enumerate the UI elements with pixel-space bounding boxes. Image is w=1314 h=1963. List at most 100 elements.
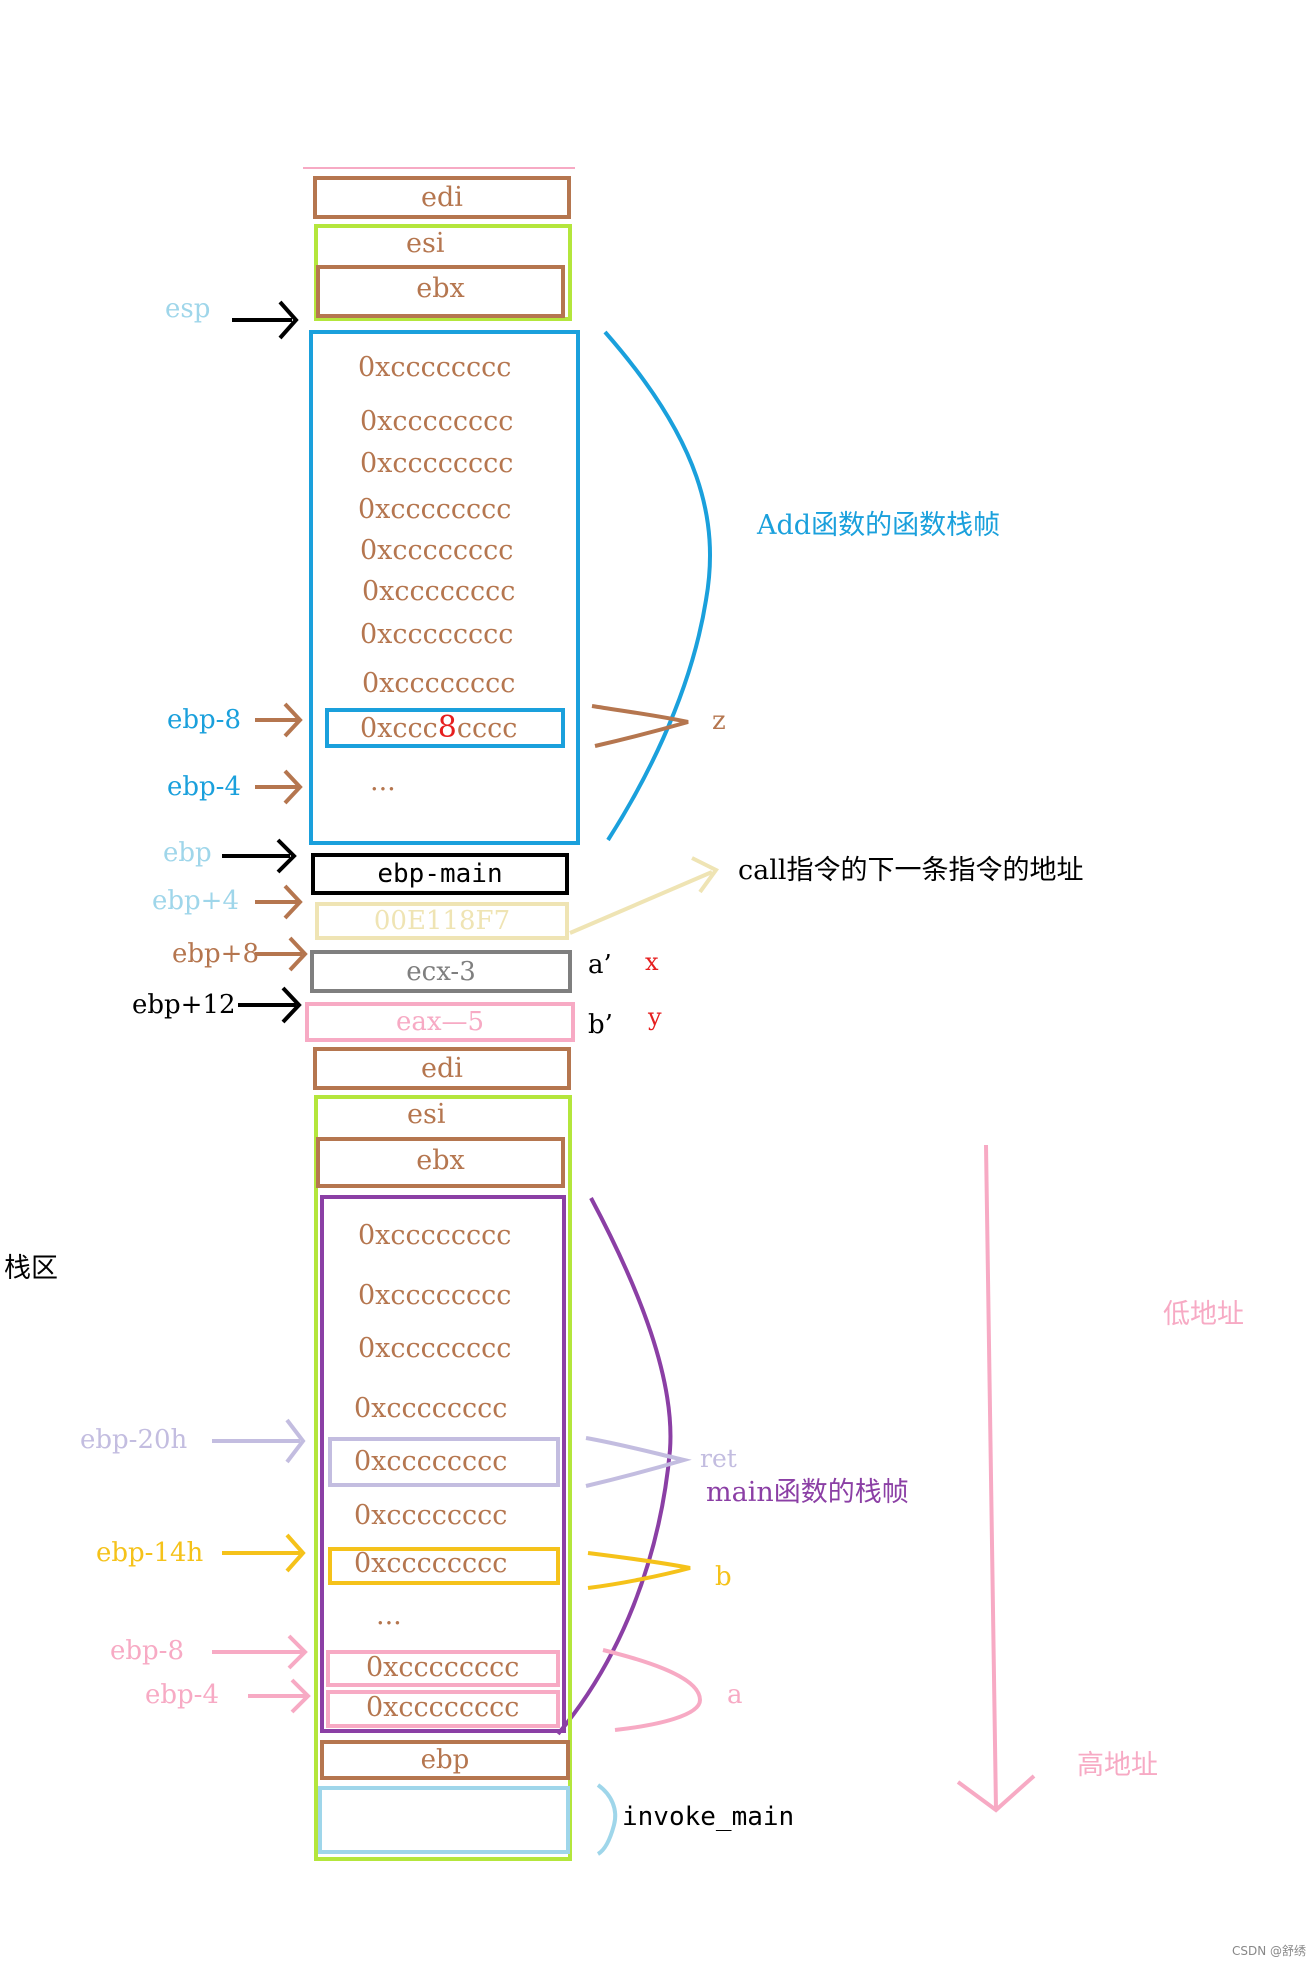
invoke-main-brace xyxy=(596,1783,618,1856)
ecx-cell: ecx-3 xyxy=(310,950,572,993)
call-note: call指令的下一条指令的地址 xyxy=(738,855,1084,886)
main-esi-text: esi xyxy=(407,1099,446,1130)
ebp-minus-20h-arrow xyxy=(212,1418,306,1464)
main-fill-row: 0xcccccccc xyxy=(358,1220,512,1251)
ret-addr-text: 00E118F7 xyxy=(373,906,511,936)
invoke-main-label: invoke_main xyxy=(622,1802,795,1832)
ret-bracket xyxy=(585,1436,692,1488)
z-slot xyxy=(325,708,565,748)
ebp-minus-14h-arrow xyxy=(222,1533,306,1573)
ebp-plus-12-arrow xyxy=(238,986,302,1024)
add-body-frame xyxy=(309,330,580,845)
z-slot-suffix: cccc xyxy=(456,713,518,744)
add-frame-curve xyxy=(603,330,712,842)
add-fill-row: 0xcccccccc xyxy=(362,576,516,607)
ebp-plus-4-label: ebp+4 xyxy=(152,886,240,916)
b-label: b xyxy=(715,1562,732,1592)
main-edi-cell: edi xyxy=(313,1047,571,1090)
esp-label: esp xyxy=(165,294,211,324)
main-frame-curve xyxy=(556,1197,673,1736)
z-slot-text: 0xccc8cccc xyxy=(360,710,517,745)
add-esi-text: esi xyxy=(406,228,445,259)
main-dots: ... xyxy=(376,1600,402,1631)
eax-text: eax—5 xyxy=(395,1007,485,1037)
add-edi-text: edi xyxy=(421,182,463,213)
add-fill-row: 0xcccccccc xyxy=(362,668,516,699)
ret-label: ret xyxy=(700,1444,737,1473)
add-fill-row: 0xcccccccc xyxy=(360,619,514,650)
a-prime-label: a’ xyxy=(588,950,612,980)
ebp-minus-20h-label: ebp-20h xyxy=(80,1425,188,1455)
ebp-minus-4-label: ebp-4 xyxy=(167,772,242,802)
low-address-label: 低地址 xyxy=(1163,1299,1244,1330)
ebp-plus-8-label: ebp+8 xyxy=(172,939,260,969)
a-label: a xyxy=(727,1680,743,1710)
main-ebp-cell: ebp xyxy=(320,1740,570,1780)
add-dots: ... xyxy=(370,766,396,797)
main-ebp-text: ebp xyxy=(420,1745,470,1775)
a-bracket xyxy=(602,1648,703,1732)
address-direction-arrow xyxy=(956,1144,1036,1813)
ebp-minus-8-label: ebp-8 xyxy=(167,705,242,735)
main-ebp-minus-8-label: ebp-8 xyxy=(110,1636,185,1666)
add-edi-cell: edi xyxy=(313,176,571,219)
ecx-text: ecx-3 xyxy=(406,956,476,987)
z-slot-value: 8 xyxy=(437,710,457,745)
esp-arrow xyxy=(232,300,299,340)
z-label: z xyxy=(712,706,726,736)
add-ebx-text: ebx xyxy=(416,273,465,304)
add-fill-row: 0xcccccccc xyxy=(360,448,514,479)
ret-slot xyxy=(328,1437,560,1487)
ebp-plus-12-label: ebp+12 xyxy=(132,990,236,1020)
watermark: CSDN @舒绣 xyxy=(1231,1944,1306,1958)
stack-area-label: 栈区 xyxy=(4,1253,58,1284)
main-fill-row: 0xcccccccc xyxy=(366,1652,520,1683)
main-edi-text: edi xyxy=(421,1053,463,1084)
ret-addr-cell: 00E118F7 xyxy=(315,902,569,940)
add-fill-row: 0xcccccccc xyxy=(358,352,512,383)
add-frame-label: Add函数的函数栈帧 xyxy=(757,510,1001,541)
main-ebp-minus-4-arrow xyxy=(248,1678,311,1714)
eax-cell: eax—5 xyxy=(305,1002,575,1042)
main-ebx-text: ebx xyxy=(416,1145,465,1176)
main-outer-frame xyxy=(314,1095,572,1861)
ebp-label: ebp xyxy=(163,838,212,868)
add-fill-row: 0xcccccccc xyxy=(360,406,514,437)
ebp-plus-8-arrow xyxy=(255,936,308,972)
ebp-minus-4-arrow xyxy=(255,769,303,805)
main-fill-row: 0xcccccccc xyxy=(354,1548,508,1579)
ebp-main-text: ebp-main xyxy=(377,859,503,889)
a-slot-upper xyxy=(326,1650,560,1687)
invoke-main-box xyxy=(318,1786,570,1854)
y-label: y xyxy=(648,1003,662,1031)
x-label: x xyxy=(645,948,659,976)
b-prime-label: b’ xyxy=(588,1010,613,1040)
main-fill-row: 0xcccccccc xyxy=(354,1500,508,1531)
z-slot-prefix: 0xccc xyxy=(360,713,438,744)
add-fill-row: 0xcccccccc xyxy=(358,494,512,525)
main-fill-row: 0xcccccccc xyxy=(366,1692,520,1723)
call-note-arrow xyxy=(569,856,720,935)
ebp-main-cell: ebp-main xyxy=(311,853,569,895)
main-fill-row: 0xcccccccc xyxy=(358,1333,512,1364)
high-address-label: 高地址 xyxy=(1077,1750,1158,1781)
main-ebp-minus-4-label: ebp-4 xyxy=(145,1680,220,1710)
main-frame-label: main函数的栈帧 xyxy=(706,1477,909,1508)
ebp-minus-14h-label: ebp-14h xyxy=(96,1538,204,1568)
a-slot-lower xyxy=(326,1690,560,1728)
b-bracket xyxy=(587,1551,691,1590)
b-slot xyxy=(328,1547,560,1585)
main-fill-row: 0xcccccccc xyxy=(354,1393,508,1424)
ebp-arrow xyxy=(222,838,297,874)
main-body-frame xyxy=(320,1195,566,1733)
add-fill-row: 0xcccccccc xyxy=(360,535,514,566)
main-fill-row: 0xcccccccc xyxy=(354,1446,508,1477)
ebp-minus-8-arrow xyxy=(255,702,303,738)
ebp-plus-4-arrow xyxy=(255,884,303,920)
main-fill-row: 0xcccccccc xyxy=(358,1280,512,1311)
main-ebx-cell: ebx xyxy=(316,1137,565,1188)
main-ebp-minus-8-arrow xyxy=(212,1634,308,1670)
z-bracket xyxy=(591,704,689,748)
